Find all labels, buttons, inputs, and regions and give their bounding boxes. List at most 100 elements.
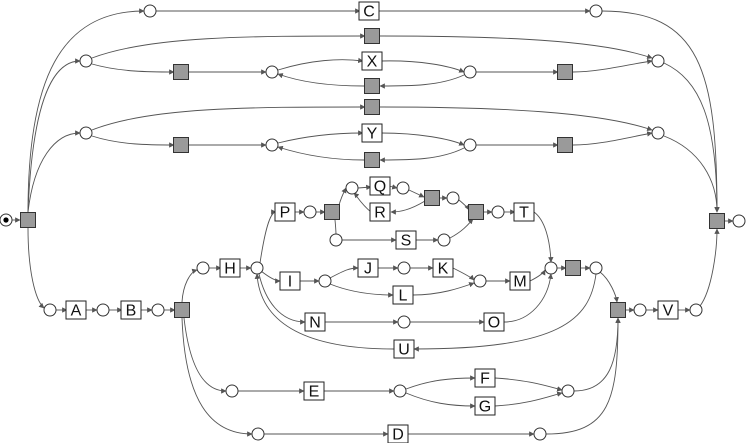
silent-transition-s_r (424, 190, 440, 206)
arc-p_g2-to-s_v (573, 317, 621, 392)
arc-p_q1-to-Q (357, 184, 372, 191)
transition-box-C (358, 1, 380, 21)
transition-label-T: T (519, 205, 529, 222)
transition-K: K (432, 258, 454, 278)
transition-label-S: S (401, 233, 412, 250)
transition-box-N (304, 312, 326, 332)
arc-O-to-p_m (503, 273, 554, 323)
arc-K-to-p_l (452, 267, 475, 281)
arc-p_y1-to-s_y1 (91, 135, 175, 148)
transition-label-X: X (367, 54, 378, 71)
place-p_a (43, 303, 57, 317)
place-p_t1 (491, 205, 505, 219)
transition-M: M (509, 271, 531, 291)
arc-p_e2-to-F (405, 375, 476, 390)
arc-p_y1-to-s_y_top (91, 104, 366, 131)
transition-box-M (509, 271, 531, 291)
transition-box-L (392, 285, 414, 305)
silent-transition-s_p (324, 204, 340, 220)
transition-box-T (513, 202, 535, 222)
arc-s_b-to-p_h (181, 268, 198, 303)
transition-G: G (474, 396, 496, 416)
transition-box-U (393, 339, 415, 359)
arc-p_end1-to-s_v (599, 271, 619, 303)
arc-s_y4-to-p_y4 (572, 131, 653, 146)
transition-label-E: E (309, 384, 320, 401)
transition-box-B (120, 300, 142, 320)
transition-S: S (395, 230, 417, 250)
arc-F-to-p_g2 (494, 377, 563, 392)
place-p_h2 (250, 261, 264, 275)
arc-p_h2-to-P (259, 209, 277, 264)
place-p_j (397, 261, 411, 275)
silent-transition-s_x_bot (364, 78, 380, 94)
place-p_x2 (265, 65, 279, 79)
arc-M-to-p_m (529, 269, 546, 282)
transition-label-C: C (363, 4, 375, 21)
transition-I: I (279, 271, 301, 291)
transition-C: C (358, 1, 380, 21)
silent-transition-s_start (20, 212, 36, 228)
place-p_end1 (589, 261, 603, 275)
place-p_g2 (561, 384, 575, 398)
arc-Y-to-p_y3 (380, 132, 465, 146)
silent-transition-s_y1 (173, 137, 189, 153)
transition-box-V (657, 300, 679, 320)
place-p_s2 (437, 233, 451, 247)
arc-s_x_bot-to-p_x2 (277, 73, 365, 87)
transition-label-L: L (399, 288, 408, 305)
arc-p_y2-to-Y (277, 130, 364, 144)
arc-T-to-p_end1 (533, 211, 554, 263)
arc-p_h2-to-I (260, 270, 281, 284)
place-p_d2 (533, 427, 547, 441)
arc-p_x3-to-s_x_bot (379, 74, 465, 89)
arc-p_x2-to-s_x_top (277, 57, 364, 71)
place-p_y1 (79, 126, 93, 140)
place-p_q2 (396, 181, 410, 195)
silent-transition-s_end1 (565, 260, 581, 276)
transition-label-F: F (480, 371, 490, 388)
transition-label-G: G (479, 399, 491, 416)
transition-L: L (392, 285, 414, 305)
silent-transition-s_y_top (364, 99, 380, 115)
arc-p_y3-to-s_y_bot (379, 147, 465, 163)
arc-p_r2-to-s_t (458, 199, 470, 211)
arc-p_i-to-J (329, 265, 359, 279)
initial-token (3, 217, 9, 223)
place-p_o (397, 315, 411, 329)
arc-p_q2-to-s_r (408, 189, 425, 198)
transition-P: P (274, 202, 296, 222)
arc-s_p-to-p_q1 (338, 187, 347, 206)
place-p_b2 (151, 303, 165, 317)
transition-label-N: N (309, 315, 321, 332)
arc-p_d2-to-s_v (545, 317, 621, 435)
arc-p_x4-to-s_final (663, 62, 720, 213)
transition-A: A (65, 300, 87, 320)
place-p_c1 (143, 4, 157, 18)
transition-N: N (304, 312, 326, 332)
arc-p_x1-to-s_x_top (91, 33, 366, 59)
place-p_v (633, 303, 647, 317)
arc-p_i-to-L (329, 283, 394, 298)
transition-X: X (361, 51, 383, 71)
place-p_v2 (689, 303, 703, 317)
arc-s_start-to-p_c1 (27, 8, 145, 213)
transition-box-G (474, 396, 496, 416)
transition-label-Y: Y (367, 126, 378, 143)
arc-L-to-p_l (412, 282, 475, 296)
arc-s_x4-to-p_x4 (572, 58, 653, 73)
transition-box-E (303, 381, 325, 401)
transition-B: B (120, 300, 142, 320)
place-p_x3 (463, 65, 477, 79)
silent-transition-s_b (174, 302, 190, 318)
arc-s_r-to-R (390, 200, 426, 215)
arc-s_y_top-to-p_y4 (379, 106, 653, 131)
transition-label-V: V (663, 303, 674, 320)
transition-label-I: I (288, 274, 292, 291)
arc-G-to-p_g2 (494, 391, 563, 407)
transition-label-U: U (398, 342, 410, 359)
arc-p_h2-to-N (258, 273, 306, 325)
place-p_c2 (589, 4, 603, 18)
transition-box-K (432, 258, 454, 278)
arc-p_y4-to-s_final (663, 135, 720, 213)
